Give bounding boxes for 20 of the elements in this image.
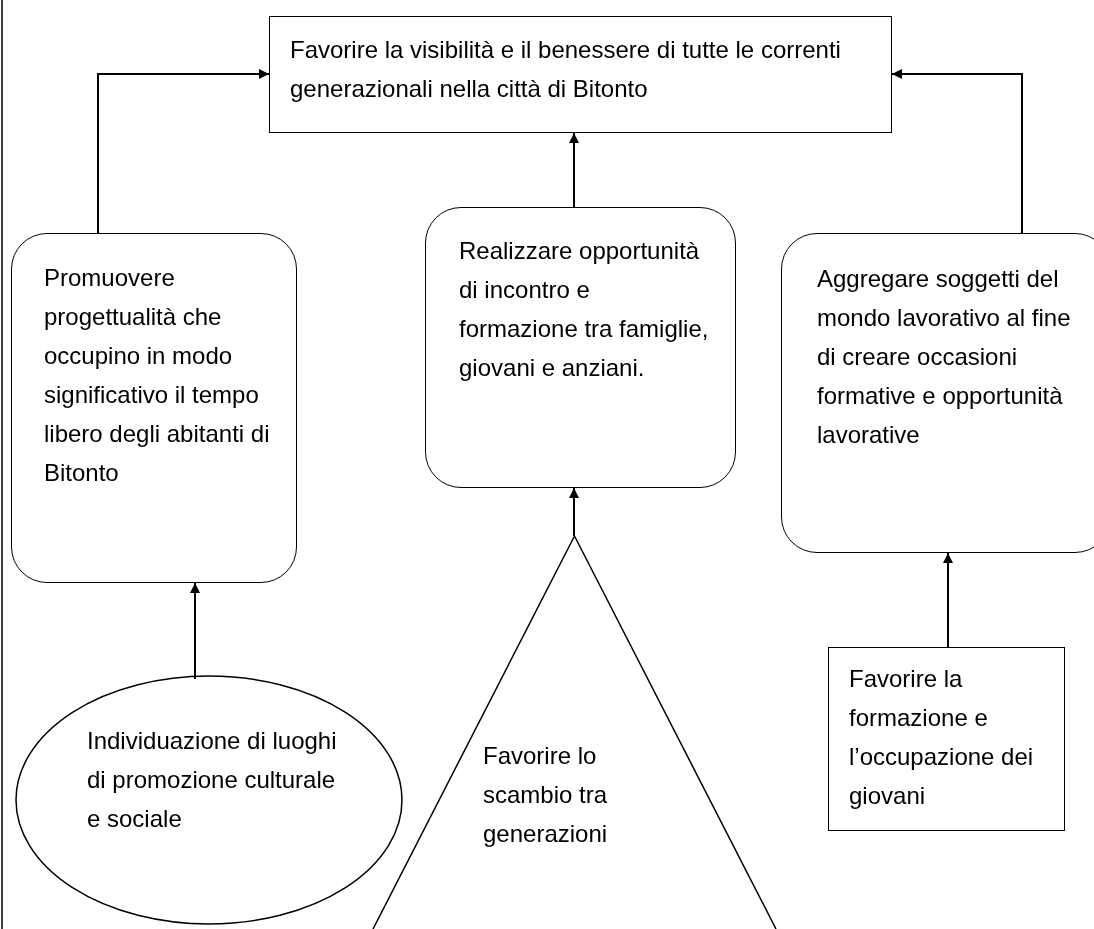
arrow (569, 132, 579, 208)
arrow (190, 582, 200, 680)
rounded-box (425, 207, 736, 488)
text-box (828, 647, 1065, 831)
node-text: Favorire la visibilità e il benessere di tutte le correnti generazionali nella città di Bitonto (290, 35, 842, 104)
arrow (943, 552, 953, 648)
arrow (569, 487, 579, 537)
rounded-box (781, 233, 1094, 553)
node-text: Favorire la formazione e l’occupazione dei giovani (849, 664, 1035, 811)
node-text: Promuovere progettualità che occupino in modo significativo il tempo libero degli abitanti di Bitonto (44, 263, 271, 488)
node-text: Aggregare soggetti del mondo lavorativo al fine di creare occasioni formative e opportunità lavorative (817, 264, 1072, 450)
rounded-box (11, 233, 297, 583)
triangle-node (373, 536, 776, 929)
ellipse-node (15, 675, 403, 925)
node-text: Individuazione di luoghi di promozione culturale e sociale (87, 726, 338, 834)
node-text: Realizzare opportunità di incontro e formazione tra famiglie, giovani e anziani. (459, 236, 710, 383)
arrow (891, 69, 1023, 234)
arrow (97, 69, 270, 234)
text-box (269, 16, 892, 133)
node-text: Favorire lo scambio tra generazioni (483, 741, 609, 849)
